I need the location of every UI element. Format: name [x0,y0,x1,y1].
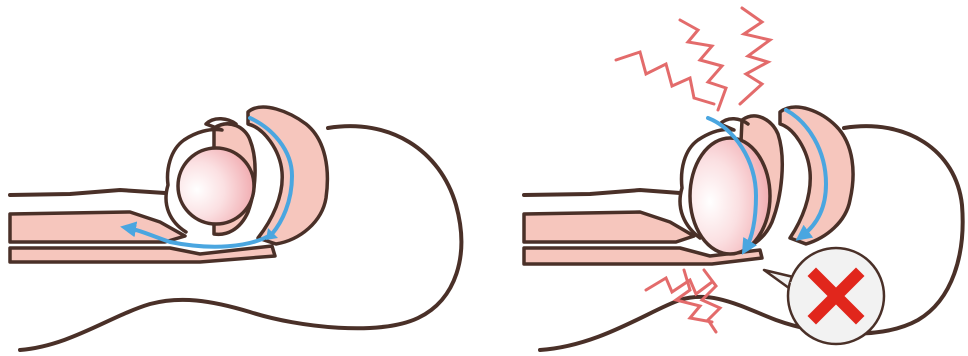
neck-upper-line-right [524,190,680,195]
snore-vibration-bottom [646,270,720,332]
panel-snoring-obstructed [524,8,963,350]
obstruction-callout [764,248,884,344]
trachea-lower-tube-left [10,246,275,262]
soft-palate-left [248,107,327,244]
snore-vibration-top [616,8,770,110]
trachea-tube-right [524,212,694,242]
vibration-line-2 [680,20,726,110]
vibration-line-4 [646,278,712,294]
vibration-line-3 [740,8,770,104]
vibration-line-6 [702,270,720,332]
tongue-left [178,148,254,224]
panel-normal-breathing [10,107,461,350]
neck-upper-line-left [10,190,165,195]
